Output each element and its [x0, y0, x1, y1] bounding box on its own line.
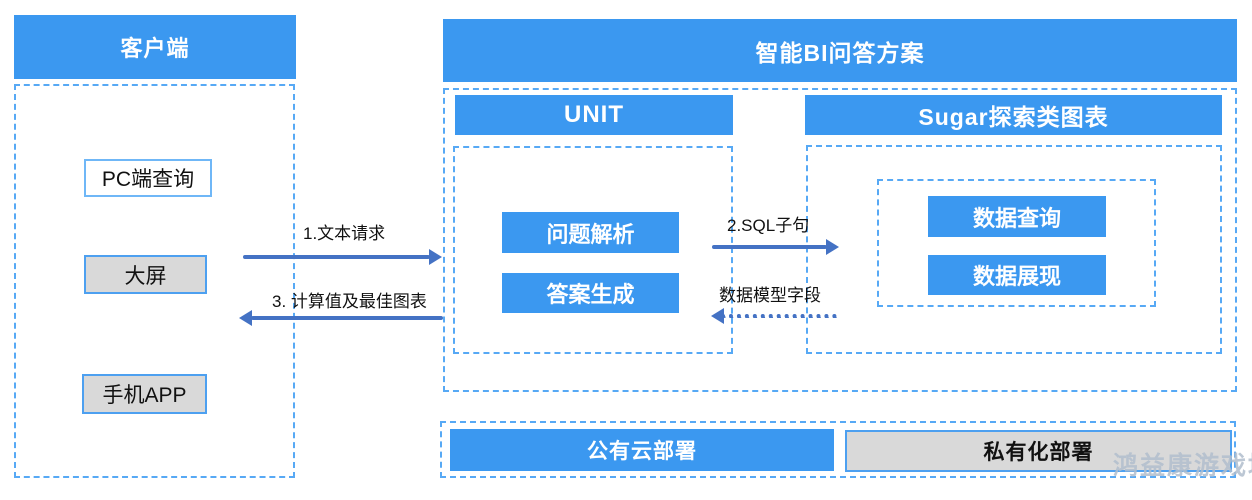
arrow-head-left-icon — [239, 310, 252, 326]
arrow-shaft — [712, 245, 827, 249]
site-watermark: 鸿益康游戏坛 — [1113, 452, 1252, 480]
client-node-mobile-app: 手机APP — [82, 374, 207, 414]
deployment-strip — [440, 421, 1236, 478]
arrow-shaft — [243, 255, 430, 259]
flow-label-result-chart: 3. 计算值及最佳图表 — [272, 292, 427, 311]
arrow-shaft — [251, 316, 443, 320]
deployment-private: 私有化部署 — [845, 430, 1232, 472]
unit-section-header: UNIT — [455, 95, 733, 135]
client-node-big-screen: 大屏 — [84, 255, 207, 294]
unit-node-answer-generate: 答案生成 — [502, 273, 679, 313]
flow-label-text-request: 1.文本请求 — [303, 224, 386, 243]
sugar-section-header: Sugar探索类图表 — [805, 95, 1222, 135]
bi-panel-body — [443, 88, 1237, 392]
bi-panel-header: 智能BI问答方案 — [443, 19, 1237, 82]
sugar-node-data-display: 数据展现 — [928, 255, 1106, 295]
unit-node-question-parse: 问题解析 — [502, 212, 679, 253]
arrow-head-right-icon — [429, 249, 442, 265]
arrow-shaft-dotted — [723, 314, 838, 318]
flow-label-sql-clause: 2.SQL子句 — [727, 216, 810, 235]
deployment-public-cloud: 公有云部署 — [450, 429, 834, 471]
arrow-head-left-icon — [711, 308, 724, 324]
arrow-head-right-icon — [826, 239, 839, 255]
client-panel-header: 客户端 — [14, 15, 296, 79]
sugar-inner-group — [877, 179, 1156, 307]
client-panel-body — [14, 84, 295, 478]
flow-label-data-model-field: 数据模型字段 — [719, 286, 821, 305]
sugar-node-data-query: 数据查询 — [928, 196, 1106, 237]
client-node-pc-query: PC端查询 — [84, 159, 212, 197]
sugar-section-body — [806, 145, 1222, 354]
unit-section-body — [453, 146, 733, 354]
